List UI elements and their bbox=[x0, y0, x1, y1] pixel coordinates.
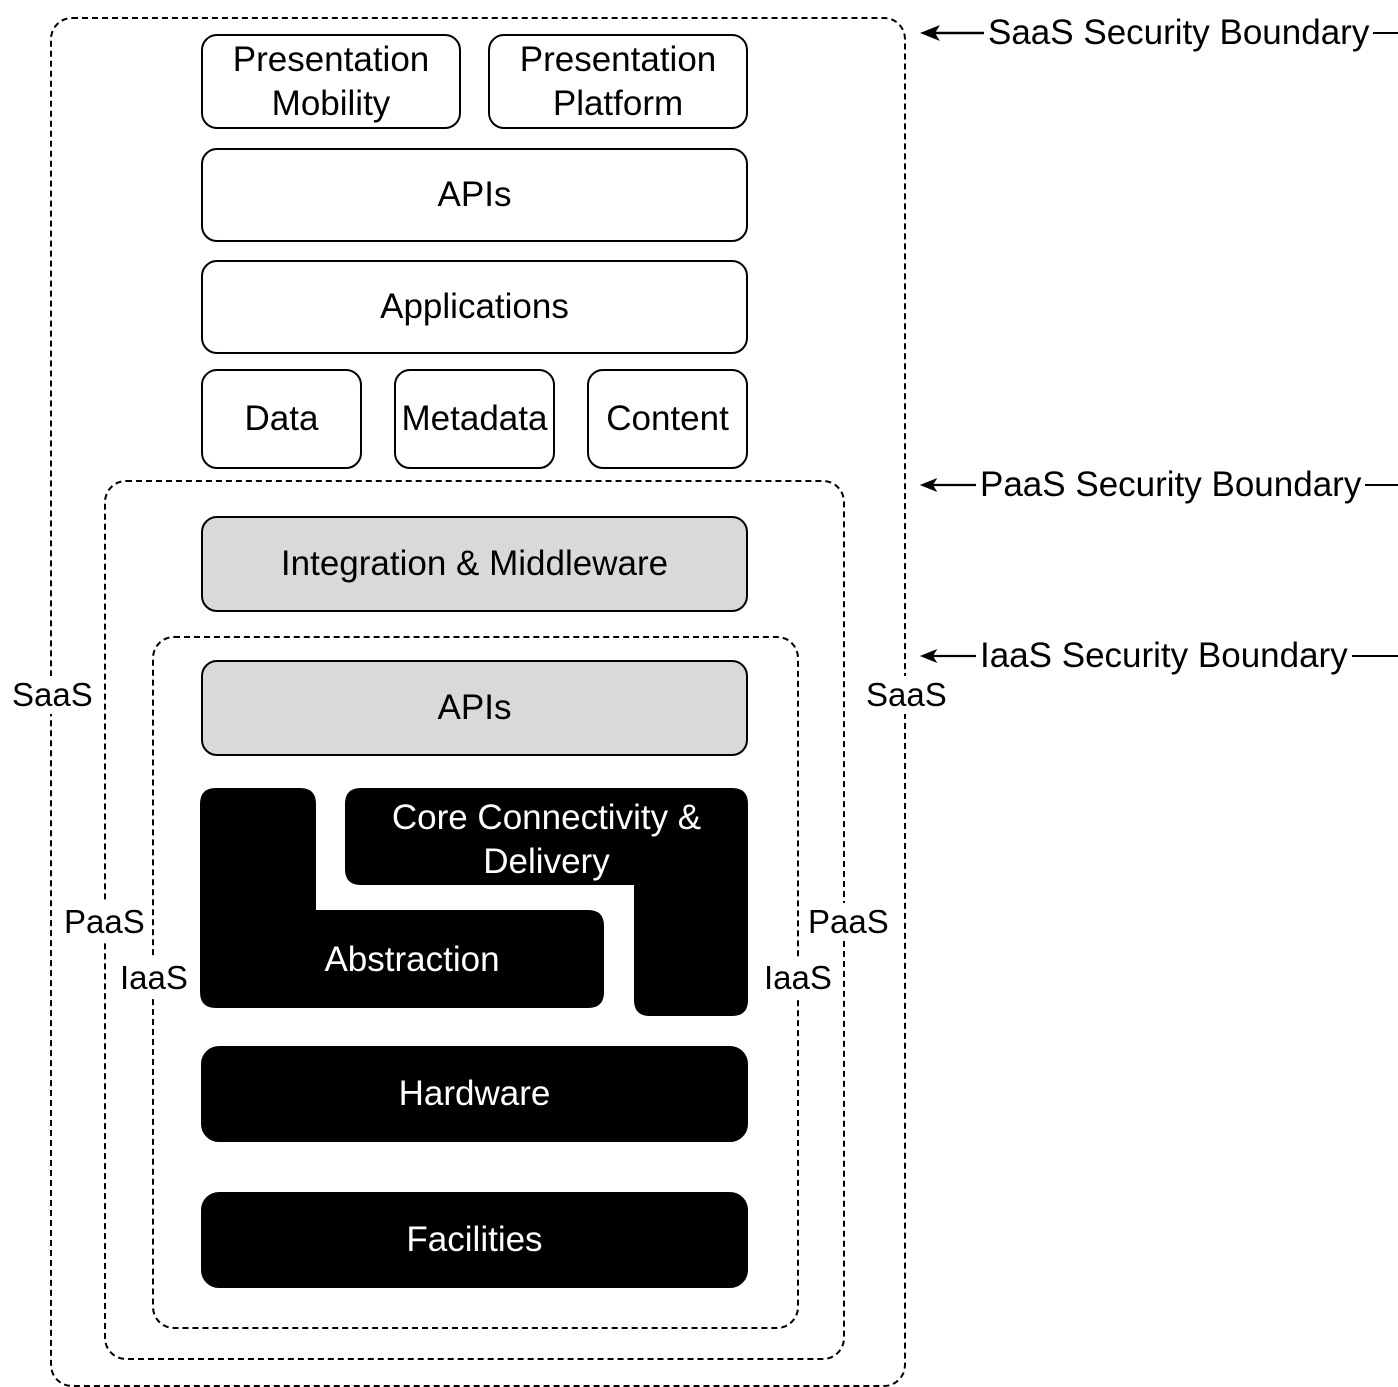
apis-iaas-box: APIs bbox=[201, 660, 748, 756]
applications-label: Applications bbox=[380, 287, 569, 326]
abstraction-label: Abstraction bbox=[324, 940, 500, 979]
paas-boundary-callout-label: PaaS Security Boundary bbox=[980, 465, 1362, 504]
iaas-side-label-left: IaaS bbox=[118, 959, 190, 997]
presentation-platform-box: Presentation Platform bbox=[488, 34, 748, 129]
facilities-label: Facilities bbox=[406, 1220, 543, 1259]
integration-middleware-box: Integration & Middleware bbox=[201, 516, 748, 612]
saas-boundary-callout-label: SaaS Security Boundary bbox=[988, 13, 1370, 52]
iaas-callout-tail bbox=[1351, 655, 1398, 657]
abstraction-shape bbox=[200, 788, 604, 1008]
content-label: Content bbox=[606, 399, 729, 438]
saas-callout-tail bbox=[1373, 32, 1398, 34]
left-arrow-icon bbox=[920, 25, 984, 41]
saas-boundary-callout: SaaS Security Boundary bbox=[918, 13, 1398, 53]
metadata-box: Metadata bbox=[394, 369, 555, 469]
paas-side-label-left: PaaS bbox=[62, 903, 147, 941]
saas-side-label-left: SaaS bbox=[10, 676, 95, 714]
iaas-boundary-callout-label: IaaS Security Boundary bbox=[980, 636, 1348, 675]
core-connectivity-shape bbox=[345, 788, 748, 1016]
apis-iaas-label: APIs bbox=[437, 688, 512, 727]
facilities-box: Facilities bbox=[201, 1192, 748, 1288]
data-box: Data bbox=[201, 369, 362, 469]
paas-side-label-right: PaaS bbox=[806, 903, 891, 941]
left-arrow-icon bbox=[919, 648, 976, 664]
applications-box: Applications bbox=[201, 260, 748, 354]
data-label: Data bbox=[244, 399, 319, 438]
metadata-label: Metadata bbox=[401, 399, 548, 438]
presentation-mobility-box: Presentation Mobility bbox=[201, 34, 461, 129]
iaas-boundary-callout: IaaS Security Boundary bbox=[918, 636, 1398, 676]
apis-top-label: APIs bbox=[437, 175, 512, 214]
content-box: Content bbox=[587, 369, 748, 469]
saas-side-label-right: SaaS bbox=[864, 676, 949, 714]
iaas-side-label-right: IaaS bbox=[762, 959, 834, 997]
apis-top-box: APIs bbox=[201, 148, 748, 242]
hardware-box: Hardware bbox=[201, 1046, 748, 1142]
core-connectivity-label: Core Connectivity & Delivery bbox=[391, 798, 702, 881]
integration-middleware-label: Integration & Middleware bbox=[280, 544, 669, 583]
left-arrow-icon bbox=[919, 477, 976, 493]
presentation-mobility-label: Presentation Mobility bbox=[232, 39, 430, 123]
paas-boundary-callout: PaaS Security Boundary bbox=[918, 465, 1398, 505]
hardware-label: Hardware bbox=[398, 1074, 551, 1113]
presentation-platform-label: Presentation Platform bbox=[519, 39, 717, 123]
paas-callout-tail bbox=[1365, 484, 1398, 486]
